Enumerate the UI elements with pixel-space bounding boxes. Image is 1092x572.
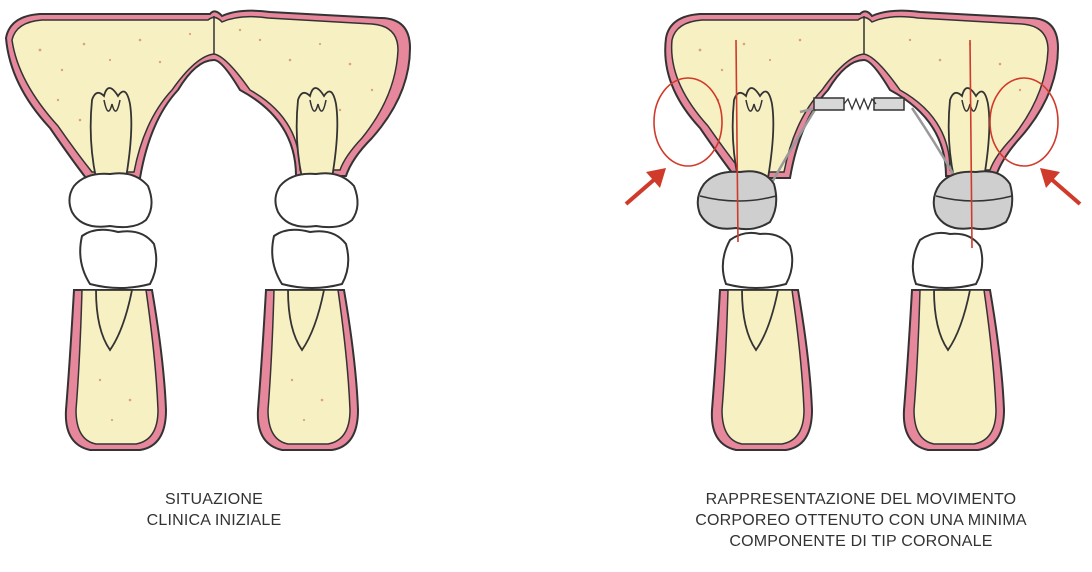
expansion-screw (814, 98, 904, 110)
right-caption-line-1: RAPPRESENTAZIONE DEL MOVIMENTO (630, 489, 1092, 510)
left-caption-line-1: SITUAZIONE (40, 489, 388, 510)
right-upper-bone (672, 17, 1048, 172)
right-arrow-right (1040, 168, 1080, 204)
left-upper-crown-2 (275, 173, 357, 227)
left-caption-line-2: CLINICA INIZIALE (40, 510, 388, 531)
right-caption-line-3: COMPONENTE DI TIP CORONALE (630, 531, 1092, 552)
left-upper-root-2 (297, 88, 338, 178)
right-lower-crown-1 (723, 233, 792, 288)
right-illustration (610, 0, 1092, 470)
left-illustration (0, 0, 460, 470)
right-upper-root-1 (733, 88, 774, 178)
left-lower-crown-1 (80, 230, 156, 288)
left-lower-crown-2 (272, 230, 348, 288)
right-caption: RAPPRESENTAZIONE DEL MOVIMENTO CORPOREO … (630, 489, 1092, 552)
left-panel: SITUAZIONE CLINICA INIZIALE (0, 0, 460, 572)
right-upper-crown-2 (934, 171, 1013, 229)
left-upper-crown-1 (69, 173, 151, 227)
right-panel: RAPPRESENTAZIONE DEL MOVIMENTO CORPOREO … (610, 0, 1092, 572)
left-caption: SITUAZIONE CLINICA INIZIALE (40, 489, 388, 531)
right-arrow-left (626, 168, 666, 204)
right-caption-line-2: CORPOREO OTTENUTO CON UNA MINIMA (630, 510, 1092, 531)
left-upper-root-1 (91, 88, 132, 178)
right-upper-root-2 (949, 88, 990, 178)
